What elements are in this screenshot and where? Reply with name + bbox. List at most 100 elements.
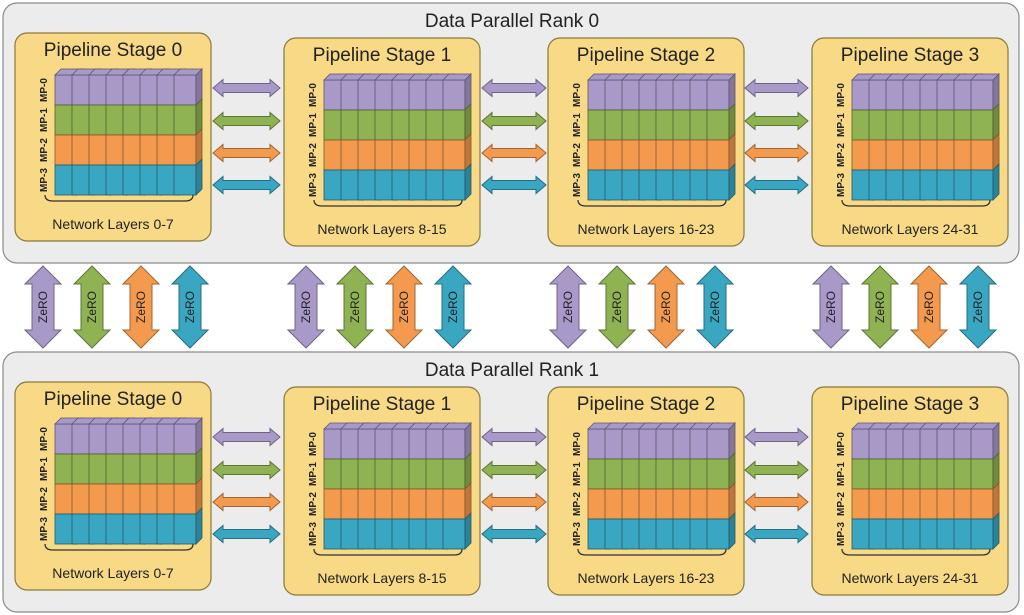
mp-label: MP-2 [308,492,319,516]
mp-label: MP-3 [308,522,319,546]
network-layer-block [442,518,466,550]
mp-label: MP-0 [572,83,583,107]
zero-arrow: ZeRO [23,265,63,349]
zero-label: ZeRO [183,291,197,323]
pipeline-stage-3: Pipeline Stage 3MP-0MP-1MP-2MP-3Network … [811,386,1009,596]
pipeline-stage-3: Pipeline Stage 3MP-0MP-1MP-2MP-3Network … [811,37,1009,247]
zero-arrow-shape [909,265,949,349]
pipeline-arrow [744,175,809,195]
layers-label: Network Layers 0-7 [52,216,174,232]
mp-label: MP-1 [836,462,847,486]
network-layer-block [173,134,197,166]
zero-arrow-shape [860,265,900,349]
zero-label: ZeRO [36,291,50,323]
network-layer-block [970,488,994,520]
network-layer-side [992,512,1000,550]
network-layer-side [464,163,472,201]
mp-label: MP-3 [836,173,847,197]
stage-title: Pipeline Stage 2 [577,394,715,415]
network-layer-side [464,512,472,550]
mp-label: MP-2 [836,492,847,516]
stage-title: Pipeline Stage 1 [313,45,451,66]
pipeline-stage-1: Pipeline Stage 1MP-0MP-1MP-2MP-3Network … [283,386,481,596]
zero-arrow-shape [548,265,588,349]
rank-title: Data Parallel Rank 0 [425,11,599,32]
network-layer-top [970,422,1000,430]
network-layer-block [706,139,730,171]
pipeline-arrow [212,111,281,131]
zero-arrow-shape [646,265,686,349]
network-layer-side [992,163,1000,201]
zero-label: ZeRO [85,291,99,323]
layer-stack [587,422,736,550]
zero-label: ZeRO [708,291,722,323]
zero-arrow: ZeRO [286,265,326,349]
mp-label: MP-2 [572,143,583,167]
network-layer-block [706,428,730,460]
zero-arrow: ZeRO [548,265,588,349]
layers-label: Network Layers 16-23 [578,221,715,237]
pipeline-arrow [212,492,281,512]
layers-label: Network Layers 8-15 [317,221,446,237]
pipeline-stage-2: Pipeline Stage 2MP-0MP-1MP-2MP-3Network … [547,386,745,596]
network-layer-block [706,79,730,111]
zero-arrow-shape [170,265,210,349]
zero-arrow-shape [958,265,998,349]
network-layer-top [442,73,472,81]
network-layer-block [173,74,197,106]
pipeline-arrow [744,427,809,447]
layers-label: Network Layers 24-31 [842,221,979,237]
network-layer-side [728,163,736,201]
pipeline-arrow [212,427,281,447]
zero-arrow-shape [286,265,326,349]
zero-arrow: ZeRO [433,265,473,349]
stage-title: Pipeline Stage 0 [44,40,182,61]
pipeline-stage-0: Pipeline Stage 0MP-0MP-1MP-2MP-3Network … [14,381,212,591]
network-layer-block [442,488,466,520]
zero-arrow-shape [23,265,63,349]
pipeline-arrow [481,492,547,512]
pipeline-arrow [744,78,809,98]
rank-panel [2,2,1020,264]
zero-arrow-shape [811,265,851,349]
pipeline-arrow [212,78,281,98]
zero-arrow: ZeRO [597,265,637,349]
network-layer-block [173,483,197,515]
zero-label: ZeRO [446,291,460,323]
layers-label: Network Layers 0-7 [52,565,174,581]
zero-arrow: ZeRO [860,265,900,349]
mp-label: MP-0 [572,432,583,456]
network-layer-block [442,169,466,201]
stage-title: Pipeline Stage 1 [313,394,451,415]
layer-stack [54,68,203,196]
network-layer-side [195,507,203,545]
stage-title: Pipeline Stage 3 [841,394,979,415]
pipeline-arrow [481,524,547,544]
network-layer-block [442,139,466,171]
pipeline-arrow [481,111,547,131]
zero-arrow-shape [121,265,161,349]
network-layer-block [970,518,994,550]
zero-arrow: ZeRO [958,265,998,349]
network-layer-block [970,139,994,171]
zero-label: ZeRO [134,291,148,323]
mp-label: MP-2 [308,143,319,167]
network-layer-block [706,458,730,490]
zero-arrow: ZeRO [909,265,949,349]
network-layer-block [706,109,730,141]
pipeline-arrow [212,143,281,163]
pipeline-arrow [481,427,547,447]
layer-stack [851,422,1000,550]
mp-label: MP-2 [572,492,583,516]
network-layer-block [173,104,197,136]
zero-label: ZeRO [561,291,575,323]
network-layer-block [442,109,466,141]
data-parallel-rank-0: Data Parallel Rank 0 Pipeline Stage 0 MP-0… [2,2,1020,264]
zero-label: ZeRO [348,291,362,323]
layers-label: Network Layers 8-15 [317,570,446,586]
network-layer-block [970,109,994,141]
pipeline-arrow [744,111,809,131]
zero-label: ZeRO [299,291,313,323]
